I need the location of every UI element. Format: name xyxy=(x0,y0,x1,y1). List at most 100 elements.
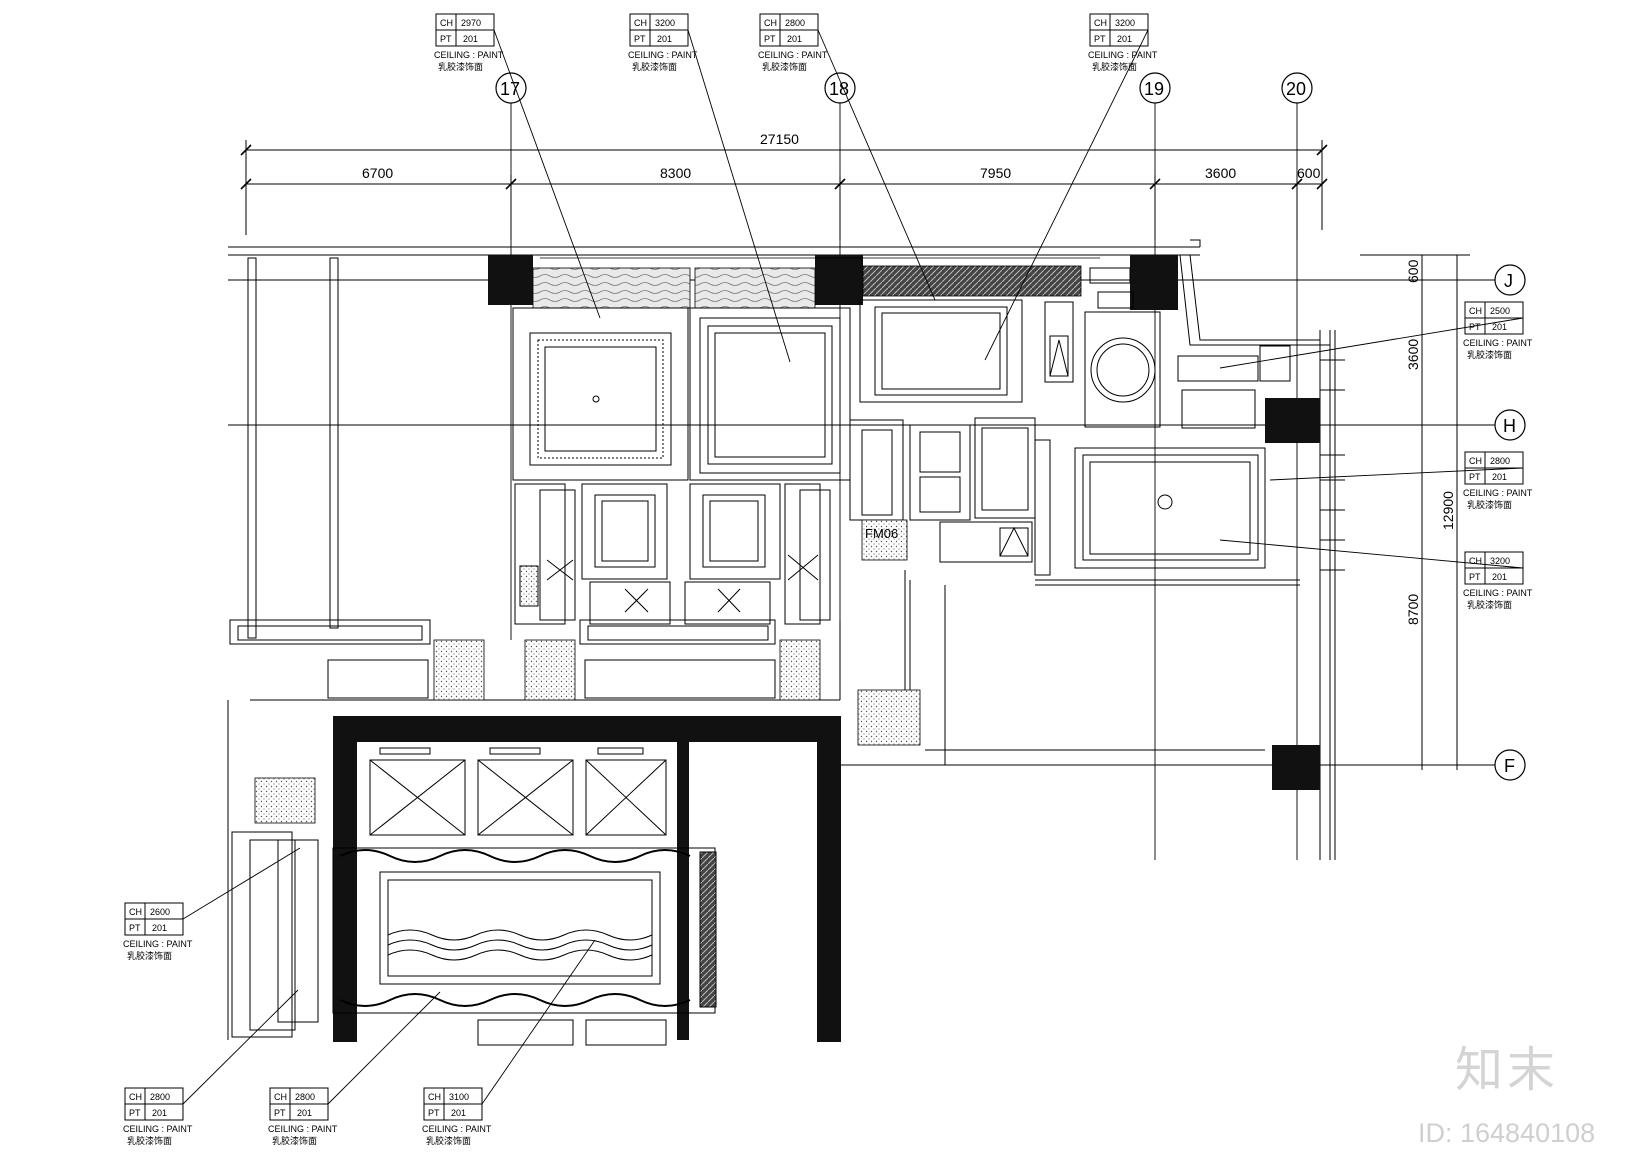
tag-pt-value: 201 xyxy=(1492,322,1507,332)
tag-pt-value: 201 xyxy=(657,34,672,44)
tag-ceiling-label: CEILING : PAINT xyxy=(1463,488,1533,498)
svg-text:F: F xyxy=(1504,756,1515,776)
axis-bubble-17: 17 xyxy=(495,72,527,104)
elevator-shafts xyxy=(369,747,667,1046)
tag-pt-value: 201 xyxy=(787,34,802,44)
tag-ch-value: 3200 xyxy=(655,18,675,28)
room-master-bedroom xyxy=(1034,439,1300,586)
tag-pt-label: PT xyxy=(129,923,141,933)
tag-ch-label: CH xyxy=(764,18,777,28)
tag-pt-label: PT xyxy=(129,1108,141,1118)
tag-ch-label: CH xyxy=(1469,306,1482,316)
tag-pt-value: 201 xyxy=(463,34,478,44)
tag-ceiling-label: CEILING : PAINT xyxy=(1088,50,1158,60)
axis-bubble-H: H xyxy=(1494,409,1526,441)
tag-ceiling-label: CEILING : PAINT xyxy=(434,50,504,60)
axis-bubble-18: 18 xyxy=(824,72,856,104)
tag-ch-value: 2970 xyxy=(461,18,481,28)
tag-pt-label: PT xyxy=(1094,34,1106,44)
dimension-segment-1: 6700 xyxy=(362,165,393,181)
tag-ceiling-cn: 乳胶漆饰面 xyxy=(1467,599,1512,610)
dimension-vertical-2: 3600 xyxy=(1405,339,1421,370)
tag-ch-label: CH xyxy=(274,1092,287,1102)
corridor xyxy=(227,570,1265,1040)
tag-ceiling-cn: 乳胶漆饰面 xyxy=(762,61,807,72)
window-pelmets xyxy=(532,257,1100,309)
tag-pt-value: 201 xyxy=(1492,572,1507,582)
room-round-ceiling xyxy=(1084,267,1291,429)
threshold-hatches xyxy=(254,519,921,824)
tag-ceiling-cn: 乳胶漆饰面 xyxy=(632,61,677,72)
elevator-core-walls xyxy=(333,716,841,1042)
tag-ceiling-cn: 乳胶漆饰面 xyxy=(1467,349,1512,360)
tag-ch-label: CH xyxy=(634,18,647,28)
room-bedroom-2 xyxy=(684,307,851,625)
tag-pt-label: PT xyxy=(764,34,776,44)
room-bedroom-3 xyxy=(849,299,1074,563)
axis-bubble-F: F xyxy=(1494,749,1526,781)
svg-text:H: H xyxy=(1503,416,1516,436)
tag-ceiling-label: CEILING : PAINT xyxy=(1463,338,1533,348)
tag-pt-value: 201 xyxy=(297,1108,312,1118)
tag-ch-value: 3200 xyxy=(1490,556,1510,566)
tag-pt-label: PT xyxy=(1469,322,1481,332)
tag-pt-label: PT xyxy=(274,1108,286,1118)
axis-bubble-20: 20 xyxy=(1281,72,1313,104)
tag-ch-label: CH xyxy=(1094,18,1107,28)
dimension-segment-3: 7950 xyxy=(980,165,1011,181)
tag-ceiling-label: CEILING : PAINT xyxy=(123,939,193,949)
left-corridor-ceiling xyxy=(231,831,319,1038)
tag-ch-value: 2500 xyxy=(1490,306,1510,316)
tag-pt-label: PT xyxy=(1469,572,1481,582)
tag-ch-value: 3100 xyxy=(449,1092,469,1102)
tag-ceiling-cn: 乳胶漆饰面 xyxy=(1467,499,1512,510)
tag-ch-value: 2800 xyxy=(150,1092,170,1102)
tag-ch-value: 2800 xyxy=(1490,456,1510,466)
tag-pt-value: 201 xyxy=(152,923,167,933)
tag-ceiling-label: CEILING : PAINT xyxy=(268,1124,338,1134)
svg-text:20: 20 xyxy=(1286,79,1306,99)
tag-ceiling-label: CEILING : PAINT xyxy=(422,1124,492,1134)
tag-pt-label: PT xyxy=(1469,472,1481,482)
tag-ch-label: CH xyxy=(1469,556,1482,566)
tag-ch-label: CH xyxy=(440,18,453,28)
tag-pt-label: PT xyxy=(440,34,452,44)
tag-ch-value: 3200 xyxy=(1115,18,1135,28)
tag-pt-label: PT xyxy=(634,34,646,44)
tag-ceiling-cn: 乳胶漆饰面 xyxy=(1092,61,1137,72)
svg-text:J: J xyxy=(1504,271,1513,291)
watermark-id: ID: 164840108 xyxy=(1418,1118,1596,1148)
structural-columns xyxy=(488,255,1320,790)
tag-pt-value: 201 xyxy=(1117,34,1132,44)
tag-pt-value: 201 xyxy=(451,1108,466,1118)
tag-ceiling-cn: 乳胶漆饰面 xyxy=(127,950,172,961)
dimension-segment-2: 8300 xyxy=(660,165,691,181)
room-bedroom-1 xyxy=(512,307,689,625)
door-tag-fm06: FM06 xyxy=(865,526,898,541)
tag-ch-label: CH xyxy=(129,907,142,917)
dimension-chain-horizontal xyxy=(240,140,1328,240)
tag-ch-value: 2800 xyxy=(785,18,805,28)
tag-ch-label: CH xyxy=(428,1092,441,1102)
tag-ceiling-label: CEILING : PAINT xyxy=(628,50,698,60)
tag-ceiling-cn: 乳胶漆饰面 xyxy=(272,1135,317,1146)
tag-ch-value: 2800 xyxy=(295,1092,315,1102)
facade-fins xyxy=(1320,359,1345,571)
dimension-overall: 27150 xyxy=(760,131,799,147)
dimension-vertical-1: 600 xyxy=(1405,259,1421,283)
tag-ch-value: 2600 xyxy=(150,907,170,917)
tag-ceiling-label: CEILING : PAINT xyxy=(1463,588,1533,598)
tag-ch-label: CH xyxy=(129,1092,142,1102)
lobby-feature-ceiling xyxy=(332,847,717,1014)
svg-text:19: 19 xyxy=(1144,79,1164,99)
